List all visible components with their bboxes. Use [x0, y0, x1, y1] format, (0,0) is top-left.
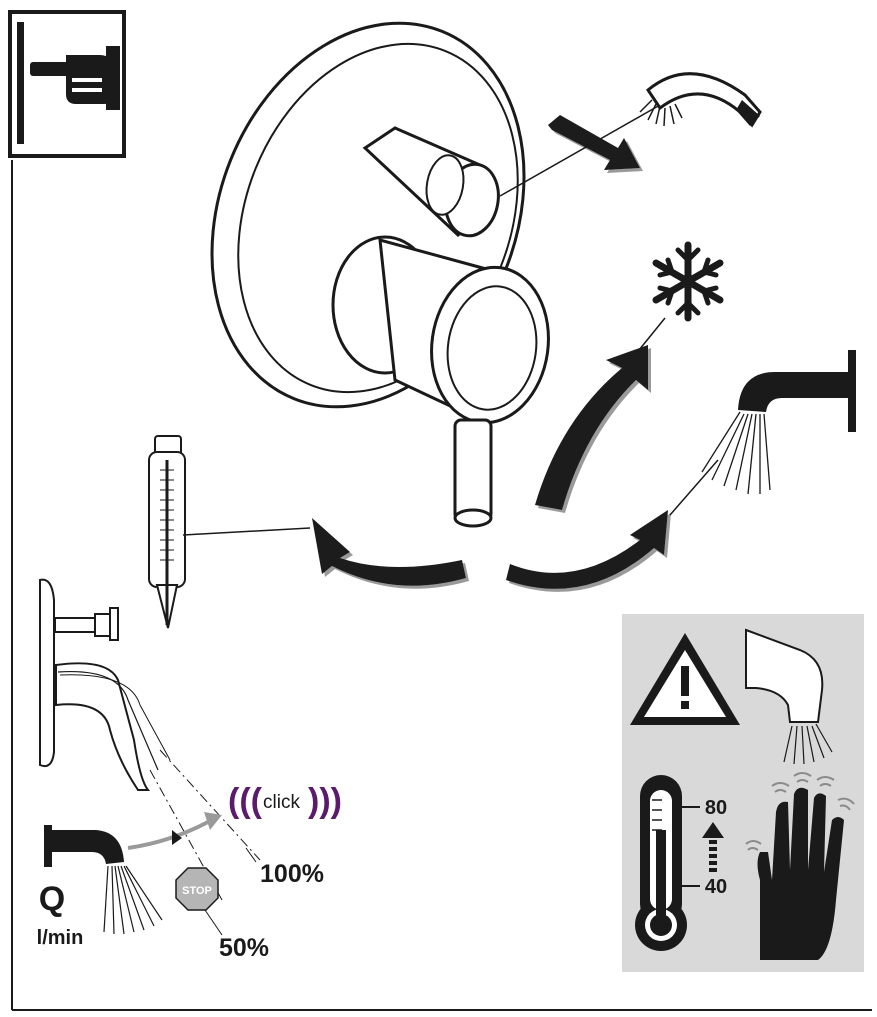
warm-direction-arrow [312, 518, 466, 586]
stop-sign-text: STOP [182, 885, 212, 897]
click-sound-indicator: ((( click ))) [228, 782, 342, 820]
scald-warning-panel: 80 40 [622, 614, 864, 972]
stop-sign-icon: STOP [176, 868, 222, 935]
note-box [10, 12, 124, 156]
cold-direction-arrow [535, 345, 648, 510]
side-view-mixer [40, 580, 170, 790]
pct-half-label: 50% [219, 934, 269, 962]
click-close-parens: ))) [308, 782, 342, 820]
snowflake-icon [656, 245, 720, 318]
leader-line [670, 460, 718, 515]
flow-symbol-label: Q [39, 880, 65, 918]
thermometer-icon [149, 436, 185, 628]
hand-shower-icon [640, 74, 760, 126]
hot-direction-arrow [506, 510, 668, 589]
click-word: click [263, 792, 300, 813]
click-open-parens: ((( [228, 782, 263, 820]
pct-full-label: 100% [260, 860, 324, 888]
lever-travel-arrow [128, 812, 222, 848]
leader-line [183, 528, 310, 535]
flow-unit-label: l/min [37, 927, 84, 949]
mixer-lever [455, 420, 491, 526]
leader-line [500, 105, 660, 196]
spout-icon [702, 350, 856, 494]
temp-high-label: 80 [705, 797, 727, 819]
temp-low-label: 40 [705, 876, 727, 898]
